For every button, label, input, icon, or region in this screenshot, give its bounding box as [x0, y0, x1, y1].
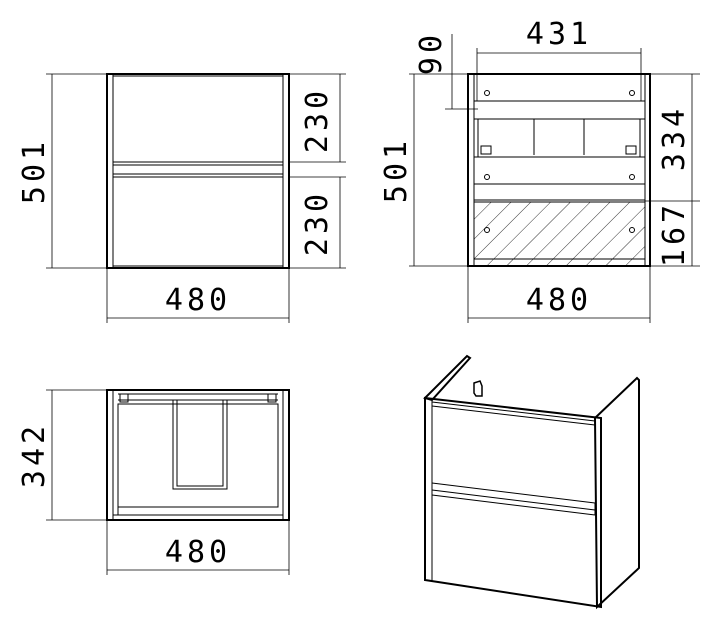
front-width-dimension: 480 [165, 283, 231, 318]
drawer-box [477, 118, 641, 158]
lower-drawer-dimension: 230 [300, 190, 335, 256]
lower-drawer-front [112, 176, 284, 267]
upper-drawer-front [112, 75, 284, 163]
top-view: 342 480 [17, 389, 290, 575]
upper-drawer-dimension: 230 [300, 87, 335, 153]
isometric-view [423, 354, 640, 610]
front-height-dimension: 501 [17, 138, 52, 204]
hatched-drawer [473, 201, 646, 267]
inner-width-dimension: 431 [526, 17, 592, 52]
upper-section-dimension: 334 [657, 105, 692, 171]
siphon-cutout [172, 400, 228, 490]
top-offset-dimension: 90 [414, 31, 449, 75]
front-view: 501 230 230 480 [17, 73, 346, 323]
lower-section-dimension: 167 [657, 201, 692, 267]
siphon-stub [473, 380, 483, 397]
back-view: 501 431 90 334 167 480 [379, 17, 700, 323]
depth-dimension: 342 [17, 422, 52, 488]
back-height-dimension: 501 [379, 137, 414, 203]
back-width-dimension: 480 [526, 283, 592, 318]
top-width-dimension: 480 [165, 535, 231, 570]
